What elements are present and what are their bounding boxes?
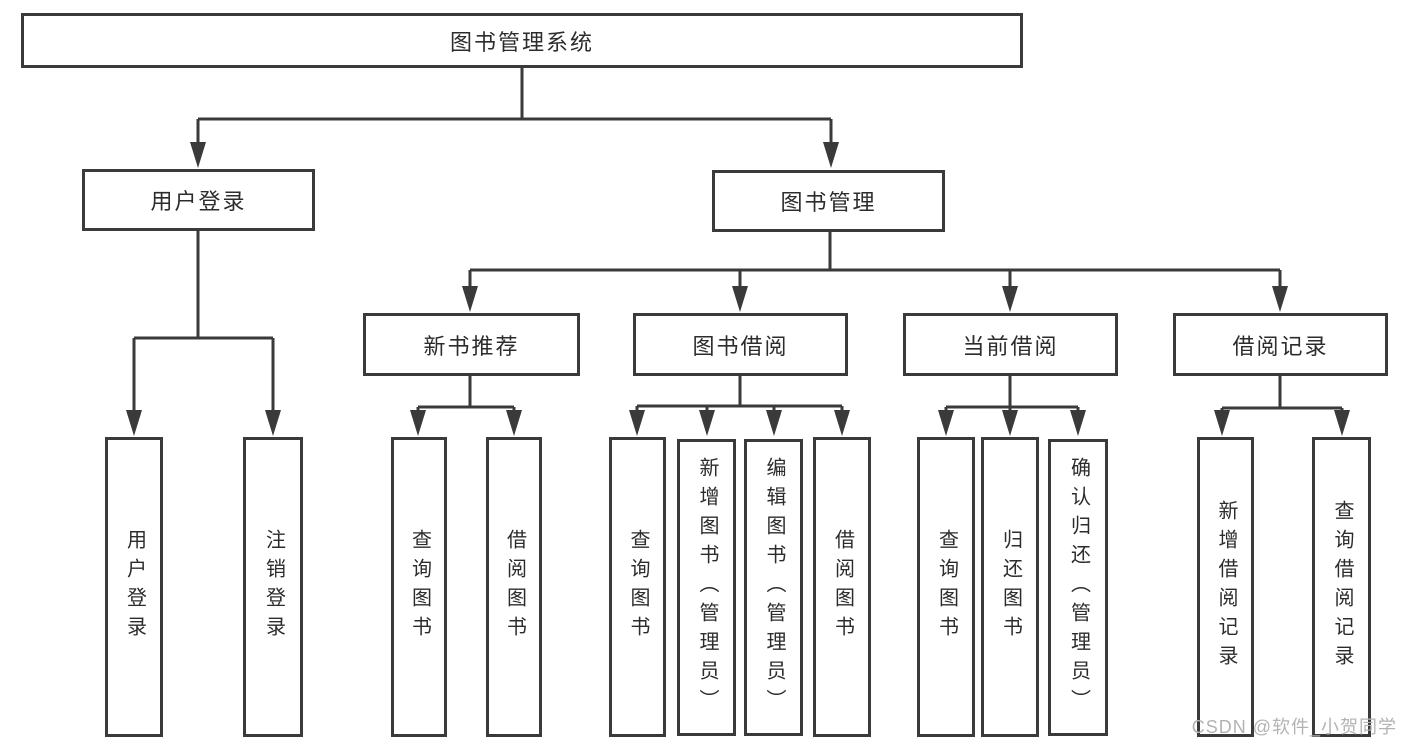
leaf-query-book-2-label: 查询图书 <box>627 529 649 645</box>
arrowheads <box>126 142 1350 436</box>
node-new-book-recommend-label: 新书推荐 <box>423 333 520 359</box>
leaf-edit-book-admin: 编辑图书（管理员） <box>744 439 803 736</box>
leaf-logout: 注销登录 <box>243 437 303 737</box>
node-new-book-recommend: 新书推荐 <box>363 313 580 376</box>
leaf-borrow-book-2-label: 借阅图书 <box>831 529 854 645</box>
leaf-borrow-book-1: 借阅图书 <box>486 437 542 737</box>
node-user-login-label: 用户登录 <box>150 189 247 214</box>
node-book-borrow-label: 图书借阅 <box>692 333 789 359</box>
leaf-user-login: 用户登录 <box>105 437 163 737</box>
arrow-down-icon <box>834 410 850 436</box>
leaf-add-borrow-record: 新增借阅记录 <box>1197 437 1254 737</box>
leaf-add-borrow-record-label: 新增借阅记录 <box>1215 500 1237 674</box>
arrow-down-icon <box>265 410 281 436</box>
node-borrow-records-label: 借阅记录 <box>1232 333 1329 359</box>
arrow-down-icon <box>766 410 782 436</box>
leaf-return-book-label: 归还图书 <box>999 529 1022 645</box>
arrow-down-icon <box>462 286 478 312</box>
leaf-query-borrow-record: 查询借阅记录 <box>1312 437 1371 737</box>
node-current-borrow-label: 当前借阅 <box>962 333 1059 359</box>
leaf-borrow-book-2: 借阅图书 <box>813 437 871 737</box>
arrow-down-icon <box>410 410 426 436</box>
node-book-management-label: 图书管理 <box>780 190 877 215</box>
leaf-confirm-return-admin: 确认归还（管理员） <box>1048 439 1108 736</box>
node-root: 图书管理系统 <box>21 13 1023 68</box>
arrow-down-icon <box>190 142 206 168</box>
node-current-borrow: 当前借阅 <box>903 313 1118 376</box>
leaf-query-book-3: 查询图书 <box>917 437 975 737</box>
node-user-login: 用户登录 <box>82 169 315 231</box>
leaf-query-borrow-record-label: 查询借阅记录 <box>1331 500 1353 674</box>
node-root-label: 图书管理系统 <box>449 29 594 55</box>
arrow-down-icon <box>126 410 142 436</box>
arrow-down-icon <box>1002 410 1018 436</box>
node-book-borrow: 图书借阅 <box>633 313 848 376</box>
arrow-down-icon <box>938 410 954 436</box>
leaf-add-book-admin-label: 新增图书（管理员） <box>696 457 718 718</box>
node-book-management: 图书管理 <box>712 170 945 232</box>
node-borrow-records: 借阅记录 <box>1173 313 1388 376</box>
leaf-borrow-book-1-label: 借阅图书 <box>503 529 526 645</box>
arrow-down-icon <box>732 286 748 312</box>
leaf-confirm-return-admin-label: 确认归还（管理员） <box>1067 457 1090 718</box>
leaf-query-book-3-label: 查询图书 <box>935 529 958 645</box>
watermark: CSDN @软件_小贺同学 <box>1191 717 1397 737</box>
leaf-logout-label: 注销登录 <box>262 529 285 645</box>
arrow-down-icon <box>823 142 839 168</box>
leaf-add-book-admin: 新增图书（管理员） <box>677 439 736 736</box>
arrow-down-icon <box>1214 410 1230 436</box>
leaf-return-book: 归还图书 <box>981 437 1039 737</box>
arrow-down-icon <box>1002 286 1018 312</box>
leaf-query-book-1-label: 查询图书 <box>408 529 431 645</box>
leaf-query-book-1: 查询图书 <box>391 437 447 737</box>
leaf-edit-book-admin-label: 编辑图书（管理员） <box>763 457 785 718</box>
arrow-down-icon <box>629 410 645 436</box>
arrow-down-icon <box>699 410 715 436</box>
leaf-user-login-label: 用户登录 <box>123 529 146 645</box>
arrow-down-icon <box>506 410 522 436</box>
arrow-down-icon <box>1334 410 1350 436</box>
leaf-query-book-2: 查询图书 <box>609 437 666 737</box>
arrow-down-icon <box>1272 286 1288 312</box>
arrow-down-icon <box>1070 410 1086 436</box>
